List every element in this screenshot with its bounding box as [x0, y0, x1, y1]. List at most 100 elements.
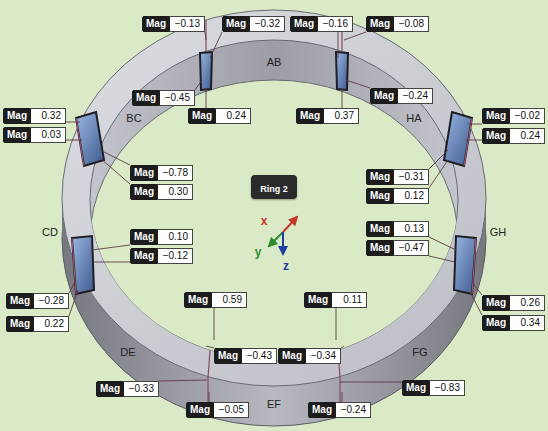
mag-key: Mag [366, 188, 394, 204]
leader-line [429, 160, 448, 188]
mag-key: Mag [222, 16, 250, 32]
mag-callout: Mag0.12 [366, 188, 429, 204]
mag-callout: Mag−0.34 [278, 348, 341, 364]
window [454, 236, 476, 294]
mag-key: Mag [96, 381, 124, 397]
leader-line [472, 282, 482, 295]
mag-value: 0.03 [31, 127, 66, 143]
mag-key: Mag [186, 402, 214, 418]
mag-callout: Mag−0.45 [132, 90, 195, 106]
mag-value: −0.13 [170, 16, 205, 32]
mag-callout: Mag0.32 [3, 108, 66, 124]
mag-key: Mag [3, 108, 31, 124]
mag-callout: Mag0.22 [6, 316, 69, 332]
leader-line [66, 122, 80, 123]
mag-value: −0.45 [160, 90, 195, 106]
mag-value: −0.47 [394, 240, 429, 256]
mag-value: −0.34 [306, 348, 341, 364]
leader-line [338, 32, 339, 58]
leader-line [466, 140, 482, 141]
leader-line [66, 140, 82, 141]
mag-value: −0.83 [430, 380, 465, 396]
mag-value: 0.24 [216, 108, 251, 124]
leader-line [342, 88, 343, 108]
mag-callout: Mag−0.78 [130, 165, 193, 181]
leader-line [468, 124, 482, 125]
leader-line [341, 346, 344, 348]
mag-callout: Mag−0.08 [366, 16, 429, 32]
mag-key: Mag [278, 348, 306, 364]
mag-callout: Mag0.34 [482, 315, 545, 331]
window [444, 112, 472, 166]
mag-key: Mag [366, 221, 394, 237]
mag-callout: Mag−0.24 [370, 88, 433, 104]
leader-line [100, 158, 130, 184]
mag-callout: Mag0.24 [188, 108, 251, 124]
mag-value: 0.13 [394, 221, 429, 237]
mag-value: −0.43 [242, 348, 277, 364]
mag-key: Mag [290, 16, 318, 32]
mag-value: −0.78 [158, 165, 193, 181]
window-edge [472, 238, 476, 294]
segment-label: DE [120, 346, 135, 359]
ring-name-tag: Ring 2 [251, 175, 297, 199]
leader-line [429, 150, 448, 169]
axis-label: y [255, 246, 262, 259]
mag-value: −0.16 [318, 16, 353, 32]
ring-name: Ring 2 [260, 184, 288, 194]
mag-key: Mag [296, 108, 324, 124]
mag-callout: Mag−0.13 [142, 16, 205, 32]
mag-key: Mag [482, 128, 510, 144]
mag-value: 0.59 [212, 292, 247, 308]
mag-value: −0.24 [398, 88, 433, 104]
mag-callout: Mag−0.28 [6, 293, 69, 309]
leader-line [209, 392, 210, 402]
mag-callout: Mag−0.83 [402, 380, 465, 396]
mag-value: −0.08 [394, 16, 429, 32]
mag-callout: Mag0.10 [130, 229, 193, 245]
mag-callout: Mag0.26 [482, 295, 545, 311]
leader-line [214, 308, 215, 340]
leader-line [429, 237, 456, 250]
mag-value: 0.26 [510, 295, 545, 311]
mag-key: Mag [130, 184, 158, 200]
mag-callout: Mag−0.05 [186, 402, 249, 418]
mag-key: Mag [6, 316, 34, 332]
mag-key: Mag [402, 380, 430, 396]
leader-line [470, 292, 482, 315]
mag-key: Mag [370, 88, 398, 104]
mag-callout: Mag−0.33 [96, 381, 159, 397]
segment-dividers [206, 20, 342, 418]
mag-key: Mag [6, 293, 34, 309]
leader-line [342, 392, 343, 402]
window [76, 112, 104, 166]
mag-value: 0.34 [510, 315, 545, 331]
leader-line [429, 256, 455, 262]
leader-line [210, 32, 222, 58]
segment-label: AB [267, 56, 282, 69]
leader-line [93, 262, 130, 263]
mag-key: Mag [130, 248, 158, 264]
segment-label: BC [126, 112, 141, 125]
mag-key: Mag [214, 348, 242, 364]
leader-line [195, 80, 202, 90]
leader-line [344, 32, 366, 40]
axis-label: x [261, 215, 268, 228]
ring-windows [72, 52, 476, 294]
mag-value: −0.31 [394, 169, 429, 185]
mag-value: −0.05 [214, 402, 249, 418]
x-axis-arrow [283, 217, 297, 232]
leader-line [206, 88, 207, 108]
mag-value: 0.37 [324, 108, 359, 124]
mag-callout: Mag−0.47 [366, 240, 429, 256]
mag-callout: Mag−0.32 [222, 16, 285, 32]
mag-value: −0.28 [34, 293, 69, 309]
mag-key: Mag [188, 108, 216, 124]
mag-callout: Mag0.03 [3, 127, 66, 143]
mag-key: Mag [308, 402, 336, 418]
mag-value: −0.12 [158, 248, 193, 264]
mag-callout: Mag−0.12 [130, 248, 193, 264]
leader-line [92, 245, 130, 250]
leader-line [100, 150, 130, 165]
